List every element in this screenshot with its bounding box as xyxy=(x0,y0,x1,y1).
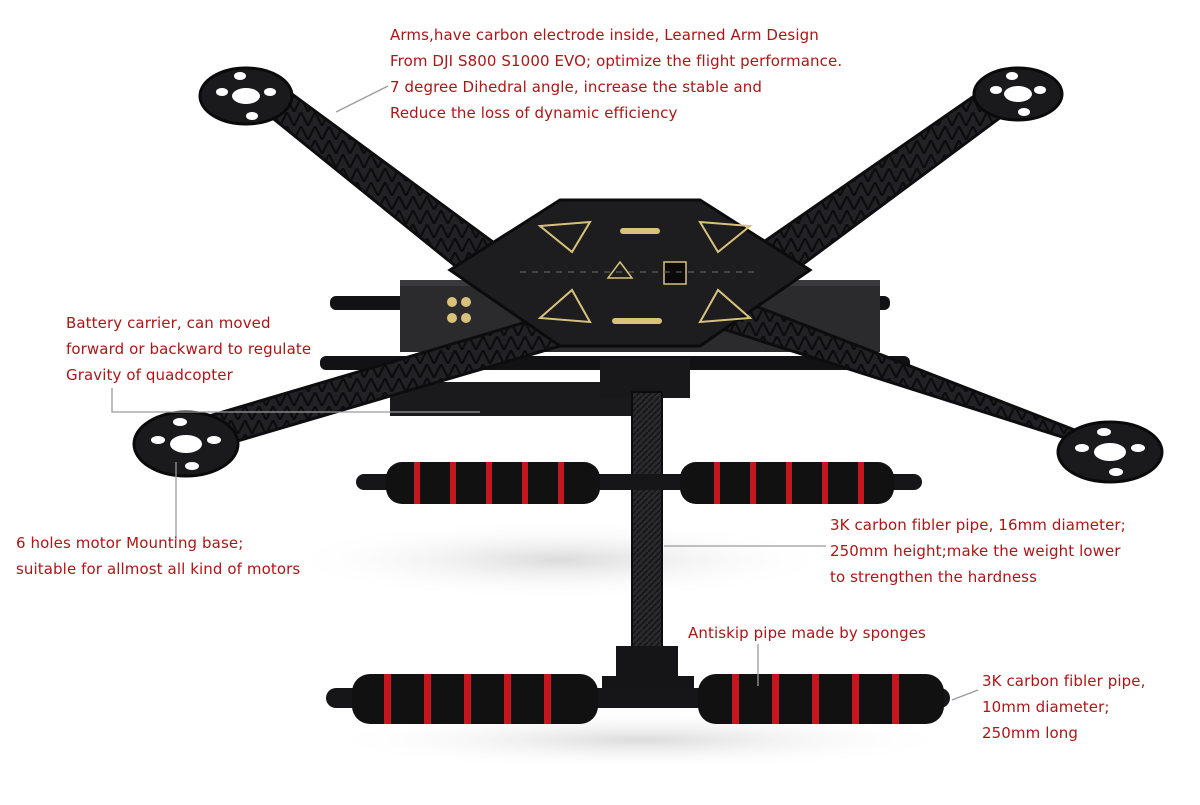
motor-mount-rear-right xyxy=(1056,420,1164,484)
callout-battery-carrier: Battery carrier, can moved forward or ba… xyxy=(66,310,311,388)
callout-line: 6 holes motor Mounting base; xyxy=(16,534,244,552)
callout-line: 3K carbon fibler pipe, 16mm diameter; xyxy=(830,516,1126,534)
callout-arms: Arms,have carbon electrode inside, Learn… xyxy=(390,22,842,126)
callout-line: forward or backward to regulate xyxy=(66,340,312,358)
callout-motor-base: 6 holes motor Mounting base; suitable fo… xyxy=(16,530,300,582)
callout-line: 7 degree Dihedral angle, increase the st… xyxy=(390,78,763,96)
callout-line: 250mm long xyxy=(982,724,1078,742)
motor-mount-front-left xyxy=(198,66,294,126)
motor-mount-rear-left xyxy=(132,410,240,478)
motor-mounts xyxy=(132,66,1164,484)
callout-line: Reduce the loss of dynamic efficiency xyxy=(390,104,678,122)
callout-line: to strengthen the hardness xyxy=(830,568,1037,586)
callout-pipe-10mm: 3K carbon fibler pipe, 10mm diameter; 25… xyxy=(982,668,1145,746)
motor-mount-front-right xyxy=(972,66,1064,122)
callout-line: Gravity of quadcopter xyxy=(66,366,233,384)
foam-front-left xyxy=(352,674,598,724)
foam-front-right xyxy=(698,674,944,724)
floor-shadow xyxy=(280,520,840,600)
callout-line: Antiskip pipe made by sponges xyxy=(688,624,926,642)
arm-rear-right xyxy=(717,298,1123,458)
callout-pipe-16mm: 3K carbon fibler pipe, 16mm diameter; 25… xyxy=(830,512,1126,590)
foam-rear-left xyxy=(386,462,600,504)
callout-line: 10mm diameter; xyxy=(982,698,1110,716)
plate-logo xyxy=(447,297,471,323)
callout-line: Battery carrier, can moved xyxy=(66,314,271,332)
foam-rear-right xyxy=(680,462,894,504)
floor-shadow xyxy=(320,710,960,770)
leader-arms xyxy=(335,85,389,113)
callout-line: From DJI S800 S1000 EVO; optimize the fl… xyxy=(390,52,843,70)
leader-battery xyxy=(111,388,480,413)
leader-pipe10 xyxy=(951,689,979,701)
callout-line: 250mm height;make the weight lower xyxy=(830,542,1121,560)
landing-gear xyxy=(600,358,694,698)
frame-arms xyxy=(158,70,1123,458)
callout-line: suitable for allmost all kind of motors xyxy=(16,560,301,578)
callout-line: 3K carbon fibler pipe, xyxy=(982,672,1146,690)
center-plate xyxy=(447,198,813,348)
callout-line: Arms,have carbon electrode inside, Learn… xyxy=(390,26,819,44)
callout-antiskip: Antiskip pipe made by sponges xyxy=(688,620,926,646)
leader-lines xyxy=(111,85,979,701)
